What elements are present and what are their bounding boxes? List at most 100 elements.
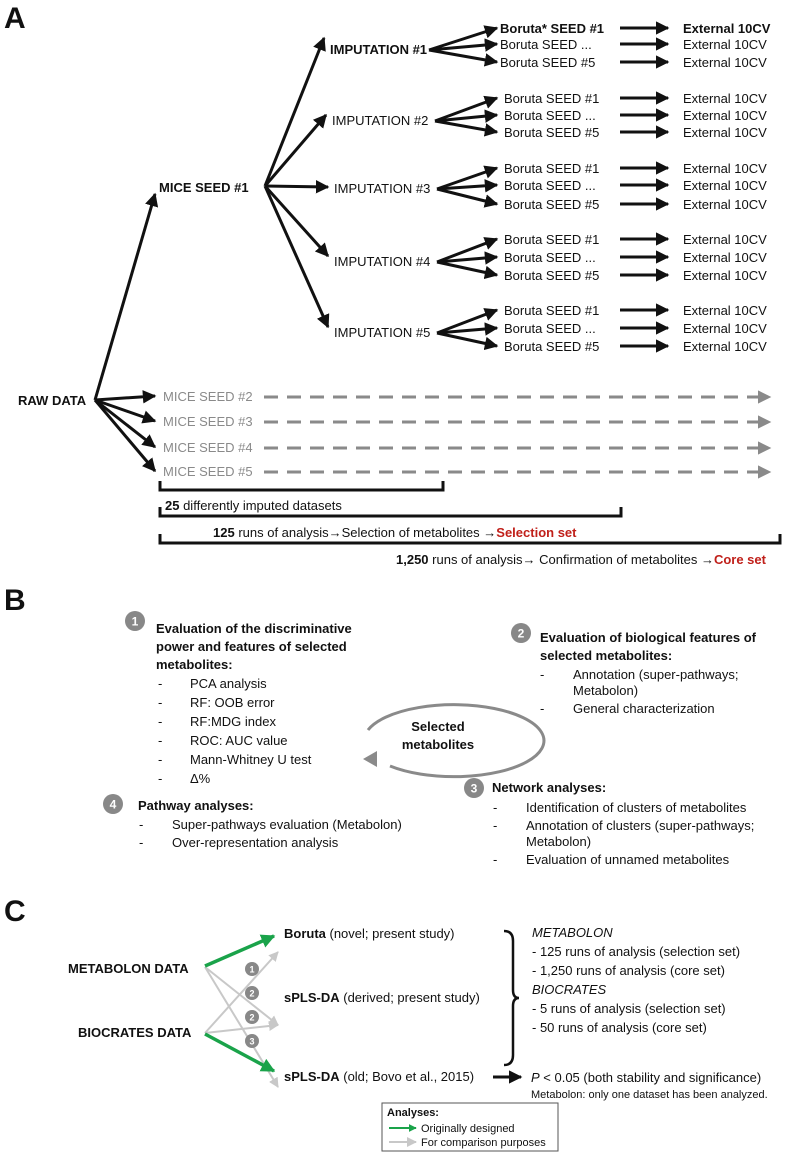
bracket-1250-runs [158, 534, 782, 545]
mice-seed-1-label: MICE SEED #1 [159, 180, 249, 195]
section2-title-line2: selected metabolites: [540, 648, 672, 663]
panel-label-c: C [4, 895, 26, 928]
mice-seed-2-label: MICE SEED #2 [163, 389, 253, 404]
section1-dash: - [158, 771, 162, 786]
method-splsda-old: sPLS-DA (old; Bovo et al., 2015) [284, 1069, 474, 1084]
external-cv-label: External 10CV [683, 321, 767, 336]
section1-item: Δ% [190, 771, 211, 786]
p-value-note: Metabolon: only one dataset has been ana… [531, 1089, 768, 1101]
section4-item2: Over-representation analysis [172, 835, 339, 850]
section4-item1: Super-pathways evaluation (Metabolon) [172, 817, 402, 832]
section1-dash: - [158, 752, 162, 767]
arrow-raw-to-mice-seed-4 [94, 398, 157, 449]
section2-dash: - [540, 701, 544, 716]
boruta-seed-label: Boruta SEED ... [504, 178, 596, 193]
method-splsda-derived: sPLS-DA (derived; present study) [284, 990, 480, 1005]
p-value-text: P < 0.05 (both stability and significanc… [531, 1070, 761, 1085]
external-cv-label: External 10CV [683, 161, 767, 176]
method-boruta: Boruta (novel; present study) [284, 926, 455, 941]
panel-b: 1 Evaluation of the discriminative power… [103, 611, 757, 867]
section3-number-badge [464, 778, 484, 798]
arrow-biocrates-to-splsda-derived [204, 1021, 279, 1034]
section1-title-line3: metabolites: [156, 657, 233, 672]
arrow-imputation-3-to-boruta-3 [436, 187, 499, 208]
external-cv-label: External 10CV [683, 303, 767, 318]
legend-item-originally: Originally designed [421, 1123, 515, 1135]
section1-number: 1 [132, 615, 139, 629]
section2-number-badge [511, 623, 531, 643]
arrow-mice-to-imputation-3 [264, 180, 330, 194]
imputation-1-label: IMPUTATION #1 [330, 42, 427, 57]
metabolon-heading: METABOLON [532, 925, 613, 940]
boruta-seed-label: Boruta SEED #5 [500, 55, 595, 70]
mice-seed-3-label: MICE SEED #3 [163, 414, 253, 429]
section1-dash: - [158, 714, 162, 729]
arrow-imputation-1-to-boruta-1 [428, 25, 499, 52]
boruta-seed-label: Boruta SEED #1 [504, 91, 599, 106]
biocrates-heading: BIOCRATES [532, 982, 606, 997]
boruta-seed-label: Boruta SEED #1 [504, 232, 599, 247]
arrow-metabolon-to-splsda-derived [204, 966, 279, 1026]
arrow-imputation-3-to-boruta-1 [436, 165, 499, 191]
comparison-badge-1 [245, 962, 259, 976]
section1-number-badge [125, 611, 145, 631]
section2-dash: - [540, 667, 544, 682]
metabolon-line2: - 1,250 runs of analysis (core set) [532, 963, 725, 978]
imputation-5-label: IMPUTATION #5 [334, 325, 430, 340]
arrow-biocrates-to-boruta [204, 951, 279, 1034]
arrow-raw-to-mice-seed-2 [94, 390, 157, 404]
external-cv-label: External 10CV [683, 250, 767, 265]
section1-title-line2: power and features of selected [156, 639, 347, 654]
panel-label-a: A [4, 2, 26, 35]
comparison-badge-3 [245, 1034, 259, 1048]
section2-item2: General characterization [573, 701, 715, 716]
section1-dash: - [158, 733, 162, 748]
arrow-raw-to-mice-seed-5 [93, 399, 157, 473]
arrow-mice-to-imputation-2 [263, 113, 328, 187]
summary-curly-bracket [503, 929, 520, 1067]
arrow-imputation-5-to-boruta-3 [436, 331, 499, 351]
comparison-badge-2b [245, 1010, 259, 1024]
arrow-imputation-5-to-boruta-2 [436, 322, 499, 336]
arrow-imputation-1-to-boruta-3 [428, 48, 499, 67]
section3-item3: Evaluation of unnamed metabolites [526, 852, 730, 867]
section1-title-line1: Evaluation of the discriminative [156, 621, 352, 636]
boruta-seed-label: Boruta SEED #5 [504, 197, 599, 212]
arrow-imputation-4-to-boruta-2 [436, 251, 499, 265]
section2-number: 2 [518, 627, 525, 641]
section1-dash: - [158, 676, 162, 691]
section3-dash: - [493, 852, 497, 867]
comparison-num-2b: 2 [249, 1013, 254, 1023]
arrow-mice-to-imputation-4 [263, 184, 330, 258]
section4-number: 4 [110, 798, 117, 812]
biocrates-line2: - 50 runs of analysis (core set) [532, 1020, 707, 1035]
section4-dash: - [139, 835, 143, 850]
comparison-num-3: 3 [249, 1037, 254, 1047]
comparison-num-1: 1 [249, 965, 254, 975]
external-cv-label: External 10CV [683, 37, 767, 52]
imputation-4-label: IMPUTATION #4 [334, 254, 430, 269]
external-cv-label: External 10CV [683, 21, 771, 36]
boruta-seed-label: Boruta SEED ... [504, 108, 596, 123]
bracket2-caption: 125 runs of analysis→Selection of metabo… [213, 525, 577, 540]
section3-item2-line2: Metabolon) [526, 834, 591, 849]
arrow-mice-to-imputation-1 [263, 36, 326, 187]
section3-item2-line1: Annotation of clusters (super-pathways; [526, 818, 754, 833]
section4-dash: - [139, 817, 143, 832]
arrow-imputation-5-to-boruta-1 [436, 308, 499, 335]
arrow-imputation-2-to-boruta-1 [434, 95, 499, 123]
section1-item: Mann-Whitney U test [190, 752, 312, 767]
comparison-num-2a: 2 [249, 989, 254, 999]
imputation-3-label: IMPUTATION #3 [334, 181, 430, 196]
center-label-line2: metabolites [402, 737, 474, 752]
section2-item1-line1: Annotation (super-pathways; [573, 667, 738, 682]
arrow-mice-to-imputation-5 [263, 185, 330, 329]
section1-dash: - [158, 695, 162, 710]
external-cv-label: External 10CV [683, 268, 767, 283]
section3-title: Network analyses: [492, 780, 606, 795]
arrow-imputation-4-to-boruta-1 [436, 237, 499, 264]
bracket1-caption: 25 differently imputed datasets [165, 498, 342, 513]
arrow-imputation-4-to-boruta-3 [436, 260, 499, 280]
section3-dash: - [493, 818, 497, 833]
